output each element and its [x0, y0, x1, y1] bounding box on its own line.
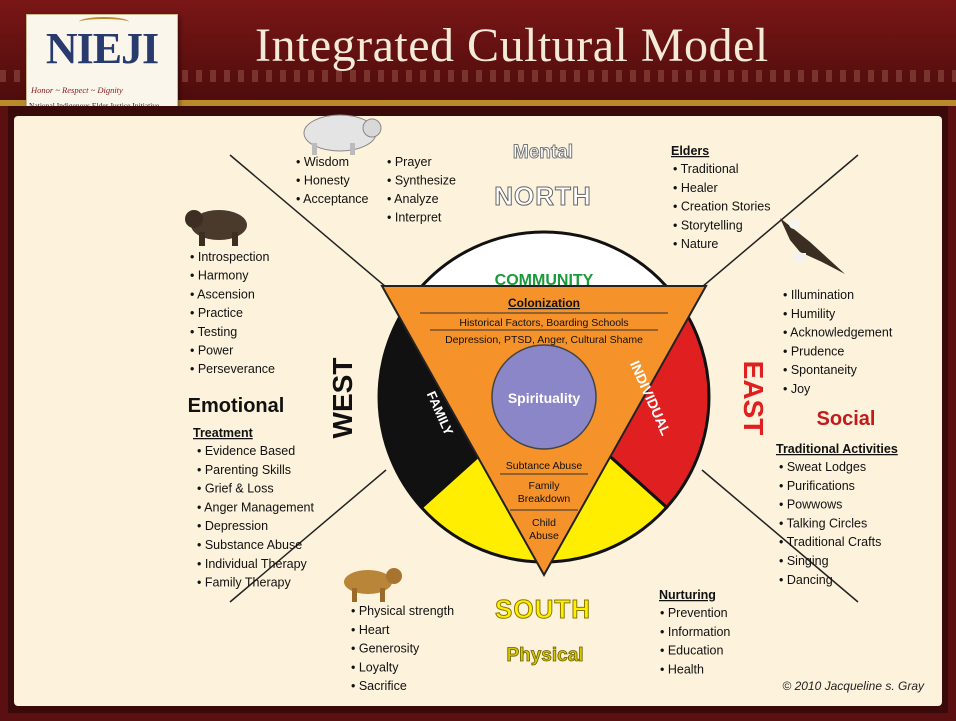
traditional-activity-item: • Singing	[779, 554, 829, 568]
treatment-item: • Depression	[197, 519, 268, 533]
traditional-activity-item: • Sweat Lodges	[779, 460, 866, 474]
social-label: Social	[817, 408, 876, 430]
nurturing-item: • Information	[660, 625, 730, 639]
west-attribute-item: • Testing	[190, 325, 237, 339]
nurturing-item: • Prevention	[660, 606, 728, 620]
north-left-item: • Honesty	[296, 174, 350, 188]
logo-name: NIEJI	[45, 24, 159, 73]
slide-title: Integrated Cultural Model	[255, 19, 769, 72]
north-right-item: • Synthesize	[387, 174, 456, 188]
elders-heading: Elders	[671, 144, 709, 158]
copyright-text: © 2010 Jacqueline s. Gray	[782, 679, 925, 693]
west-attribute-item: • Harmony	[190, 269, 249, 283]
west-attribute-item: • Practice	[190, 306, 243, 320]
east-attribute-item: • Joy	[783, 382, 811, 396]
divider-line-se	[701, 469, 859, 603]
south-attribute-item: • Loyalty	[351, 660, 399, 674]
treatment-item: • Anger Management	[197, 500, 314, 514]
family-breakdown-label-2: Breakdown	[518, 493, 571, 505]
traditional-activity-item: • Purifications	[779, 479, 855, 493]
header-pattern	[0, 70, 956, 82]
nurturing-item: • Education	[660, 644, 723, 658]
treatment-heading: Treatment	[193, 426, 254, 440]
treatment-item: • Parenting Skills	[197, 463, 291, 477]
nieji-logo: NIEJI Honor ~ Respect ~ Dignity National…	[26, 14, 178, 118]
north-right-item: • Interpret	[387, 211, 442, 225]
treatment-item: • Grief & Loss	[197, 482, 274, 496]
west-label: WEST	[327, 358, 358, 439]
west-attribute-item: • Introspection	[190, 250, 269, 264]
treatment-item: • Evidence Based	[197, 444, 295, 458]
logo-tagline: Honor ~ Respect ~ Dignity	[31, 85, 123, 95]
physical-label: Physical	[506, 645, 583, 666]
traditional-activity-item: • Dancing	[779, 573, 833, 587]
east-attribute-item: • Spontaneity	[783, 363, 858, 377]
north-right-item: • Prayer	[387, 155, 432, 169]
emotional-label: Emotional	[188, 395, 285, 417]
family-breakdown-label-1: Family	[529, 480, 561, 492]
child-abuse-label-1: Child	[532, 517, 556, 529]
eagle-icon	[780, 218, 845, 274]
south-attribute-item: • Generosity	[351, 642, 420, 656]
east-attribute-item: • Humility	[783, 307, 836, 321]
treatment-item: • Individual Therapy	[197, 557, 308, 571]
logo-organization: National Indigenous Elder Justice Initia…	[29, 101, 159, 110]
east-attribute-item: • Illumination	[783, 288, 854, 302]
north-left-item: • Acceptance	[296, 192, 369, 206]
traditional-activity-item: • Talking Circles	[779, 516, 867, 530]
spirituality-label: Spirituality	[508, 390, 581, 406]
substance-abuse-label: Subtance Abuse	[506, 460, 583, 472]
gold-divider	[0, 100, 956, 106]
north-label: NORTH	[494, 181, 591, 211]
south-attribute-item: • Physical strength	[351, 604, 454, 618]
elders-item: • Creation Stories	[673, 200, 770, 214]
south-attribute-item: • Sacrifice	[351, 679, 407, 693]
cougar-icon	[344, 568, 402, 602]
elders-item: • Traditional	[673, 162, 739, 176]
west-attribute-item: • Perseverance	[190, 362, 275, 376]
treatment-item: • Family Therapy	[197, 576, 292, 590]
nurturing-item: • Health	[660, 662, 704, 676]
mental-label: Mental	[513, 142, 573, 163]
nurturing-heading: Nurturing	[659, 588, 716, 602]
traditional-activities-heading: Traditional Activities	[776, 442, 898, 456]
elders-item: • Storytelling	[673, 218, 743, 232]
historical-factors-label: Historical Factors, Boarding Schools	[459, 317, 628, 329]
west-attribute-item: • Power	[190, 344, 233, 358]
attribute-lists: • Wisdom • Honesty • Acceptance • Prayer • S…	[190, 155, 893, 693]
elders-item: • Nature	[673, 237, 718, 251]
divider-line-nw	[229, 154, 387, 288]
divider-line-ne	[701, 154, 859, 288]
traditional-activity-item: • Powwows	[779, 498, 842, 512]
trauma-effects-label: Depression, PTSD, Anger, Cultural Shame	[445, 334, 643, 346]
buffalo-icon	[303, 114, 382, 155]
bear-icon	[185, 210, 247, 246]
south-label: SOUTH	[495, 594, 591, 624]
divider-line-sw	[229, 469, 387, 603]
spirituality-circle	[491, 344, 597, 450]
colonization-label: Colonization	[508, 296, 580, 310]
east-label: EAST	[738, 361, 769, 436]
feather-icon	[79, 17, 129, 27]
child-abuse-label-2: Abuse	[529, 530, 559, 542]
east-attribute-item: • Prudence	[783, 344, 844, 358]
north-left-item: • Wisdom	[296, 155, 349, 169]
traditional-activity-item: • Traditional Crafts	[779, 535, 881, 549]
south-attribute-item: • Heart	[351, 623, 390, 637]
community-label: COMMUNITY	[495, 272, 594, 289]
north-right-item: • Analyze	[387, 192, 439, 206]
west-attribute-item: • Ascension	[190, 287, 255, 301]
treatment-item: • Substance Abuse	[197, 538, 302, 552]
elders-item: • Healer	[673, 181, 718, 195]
east-attribute-item: • Acknowledgement	[783, 326, 893, 340]
